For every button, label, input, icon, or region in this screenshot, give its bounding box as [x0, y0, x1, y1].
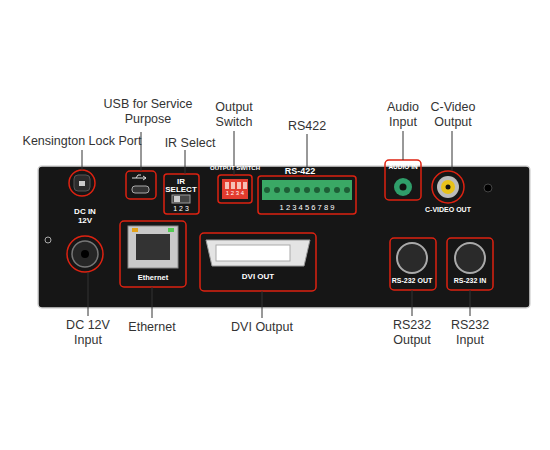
callout-label: USB for Service Purpose — [98, 97, 198, 127]
ir-switch — [172, 195, 190, 203]
highlight-ring — [69, 170, 95, 196]
highlight-ring — [67, 236, 103, 272]
dc-jack — [72, 241, 98, 267]
panel-marking: Ethernet — [128, 273, 178, 282]
highlight-box — [200, 233, 316, 291]
ethernet-socket — [136, 234, 170, 260]
panel-marking: 1 2 3 4 5 6 7 8 9 — [257, 203, 357, 212]
highlight-box — [218, 175, 252, 203]
dip-lever — [231, 182, 235, 189]
rear-panel — [38, 166, 530, 308]
terminal-screws — [264, 187, 350, 193]
dc-pin — [81, 250, 89, 258]
screw-hole — [484, 184, 492, 192]
ir-switch-knob — [174, 196, 180, 202]
audio-jack-hole — [400, 184, 407, 191]
panel-marking: 1 2 3 — [166, 205, 196, 213]
callout-label: RS232 Output — [382, 318, 442, 348]
panel-marking: AUDIO IN — [378, 163, 428, 171]
panel-marking: RS-232 IN — [440, 277, 500, 285]
panel-marking: DC IN — [65, 207, 105, 217]
polarity-symbol — [45, 237, 51, 243]
panel-marking: 12V — [65, 216, 105, 226]
usb-symbol — [132, 175, 146, 180]
callout-label: DVI Output — [222, 320, 302, 335]
callout-label: IR Select — [150, 136, 230, 151]
callout-label: C-Video Output — [423, 100, 483, 130]
callout-label: RS232 Input — [440, 318, 500, 348]
usb-port — [132, 186, 149, 193]
lock-icon — [79, 181, 85, 186]
lock-port — [74, 175, 90, 191]
callout-label: DC 12V Input — [58, 318, 118, 348]
panel-marking: C-VIDEO OUT — [418, 206, 478, 214]
dip-lever — [243, 182, 247, 189]
rca-insulator — [441, 180, 455, 194]
highlight-box — [126, 171, 156, 199]
leader-lines — [82, 131, 470, 318]
panel-marking: SELECT — [161, 185, 201, 195]
dvi-pins — [216, 245, 290, 261]
panel-marking: DVI OUT — [228, 272, 288, 282]
highlight-box — [258, 176, 356, 214]
panel-marking: OUTPUT SWITCH — [200, 165, 270, 172]
audio-jack — [394, 178, 412, 196]
callout-label: Ethernet — [117, 320, 187, 335]
mini-din-port — [397, 243, 427, 273]
callout-label: RS422 — [277, 119, 337, 134]
dip-lever — [237, 182, 241, 189]
callout-label: Kensington Lock Port — [7, 134, 157, 149]
panel-marking: 1 2 3 4 — [220, 190, 250, 197]
led — [132, 228, 138, 232]
rca-jack — [437, 176, 459, 198]
terminal-block — [262, 180, 352, 200]
dvi-port — [206, 240, 310, 266]
highlight-ring — [432, 171, 464, 203]
highlight-box — [120, 221, 186, 287]
ethernet-port — [128, 226, 178, 268]
panel-marking: RS-232 OUT — [382, 277, 442, 285]
rca-pin — [446, 185, 451, 190]
callout-label: Output Switch — [209, 100, 259, 130]
callout-label: Audio Input — [378, 100, 428, 130]
mini-din-port — [455, 243, 485, 273]
led — [168, 228, 174, 232]
panel-marking: RS-422 — [270, 166, 330, 177]
dip-lever — [225, 182, 229, 189]
